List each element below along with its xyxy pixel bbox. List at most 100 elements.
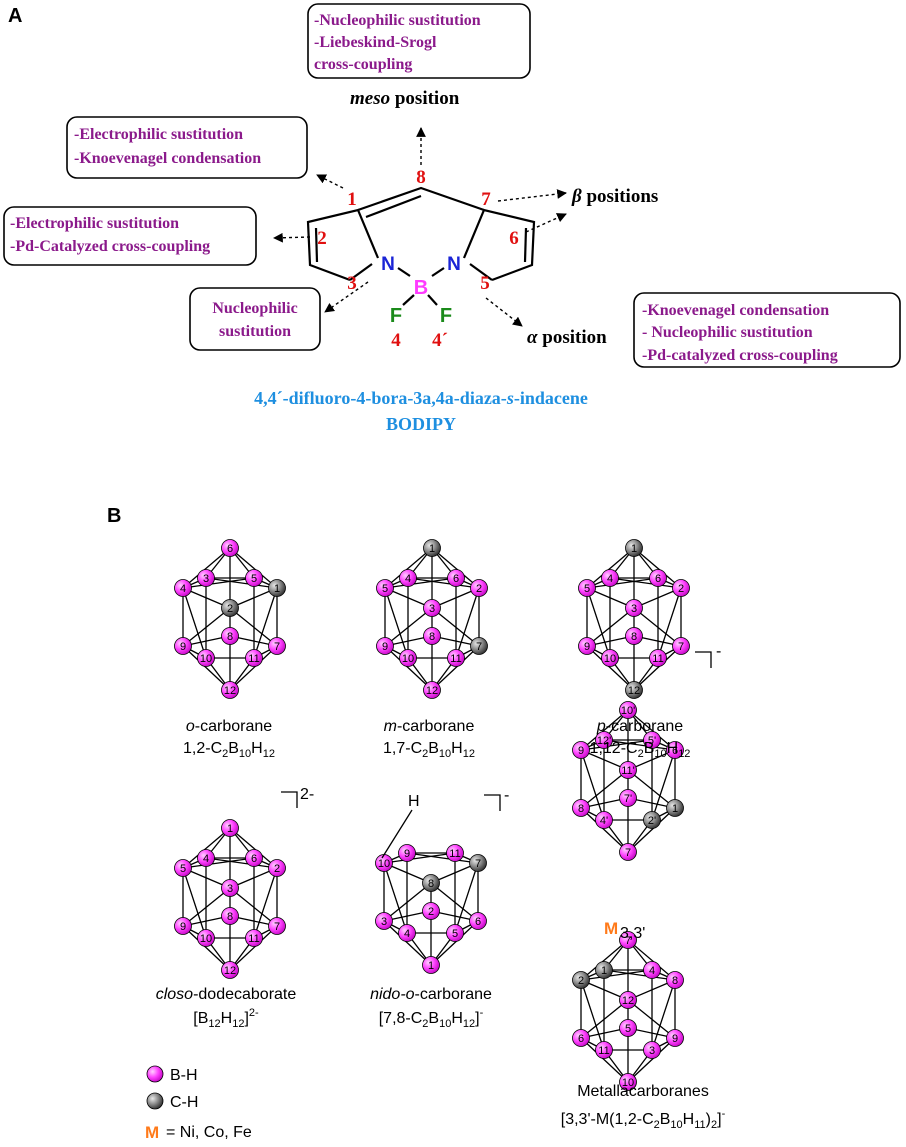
boron-vertex-ball: [447, 569, 465, 587]
boron-vertex-ball: [422, 956, 440, 974]
boron-vertex-ball: [423, 681, 441, 699]
cluster-edge: [229, 925, 278, 971]
cluster-edge: [205, 857, 278, 869]
vertex-number: 10: [378, 858, 390, 870]
closo-charge: 2-: [300, 786, 314, 803]
cluster-edge: [229, 645, 278, 691]
cluster-edge: [627, 939, 676, 981]
nido-carborane-formula: [7,8-C2B10H12]-: [379, 1007, 484, 1030]
boron-vertex-ball: [174, 859, 192, 877]
cluster-edge: [229, 887, 278, 927]
vertex-number: 4: [649, 965, 655, 977]
boron-vertex-ball: [174, 579, 192, 597]
boron-vertex-ball: [197, 649, 215, 667]
vertex-number: 3: [649, 1045, 655, 1057]
bodipy-iupac-name: 4,4´-difluoro-4-bora-3a,4a-diaza-s-indac…: [254, 388, 588, 408]
vertex-number: 8: [428, 878, 434, 890]
nido-carborane-name: nido-o-carborane: [370, 986, 492, 1003]
cluster-edge: [182, 587, 207, 659]
atom-n-left: N: [381, 254, 395, 275]
cluster-edge: [430, 920, 479, 966]
vertex-number: 11: [449, 848, 460, 860]
boron-vertex-ball: [601, 649, 619, 667]
position-3-reactions-box: [189, 287, 321, 351]
number-4: 4: [391, 330, 401, 351]
cluster-edge: [229, 607, 278, 647]
cluster-edge: [383, 862, 408, 934]
vertex-number: 6: [251, 853, 257, 865]
vertex-number: 2: [428, 906, 434, 918]
vertex-number: 11: [248, 653, 259, 665]
alpha-reactions-box: [633, 292, 901, 368]
boron-vertex-ball: [619, 701, 637, 719]
metallacarborane-upper-cluster: 10'912'5'611'84'2'17'7: [572, 701, 684, 861]
atom-b: B: [414, 277, 428, 299]
metallacarboranes-name: Metallacarboranes: [577, 1083, 709, 1100]
vertex-number: 11': [621, 765, 635, 777]
number-6: 6: [509, 228, 519, 249]
boron-vertex-ball: [399, 569, 417, 587]
boron-vertex-ball: [619, 843, 637, 861]
panel-b-label: B: [107, 505, 121, 527]
nido-h-atom: H: [408, 793, 420, 810]
vertex-number: 2: [578, 975, 584, 987]
vertex-number: 2': [648, 815, 656, 827]
cluster-edge: [384, 547, 433, 589]
cluster-edge: [384, 577, 457, 589]
cluster-edge: [182, 867, 207, 939]
boron-vertex-ball: [619, 991, 637, 1009]
vertex-number: 11: [248, 933, 259, 945]
vertex-number: 10: [200, 653, 212, 665]
number-7: 7: [481, 189, 491, 210]
number-1: 1: [347, 189, 357, 210]
legend-m-letter: M: [145, 1123, 159, 1142]
vertex-number: 11: [652, 653, 663, 665]
vertex-number: 10: [200, 933, 212, 945]
boron-vertex-ball: [666, 971, 684, 989]
boron-vertex-ball: [221, 907, 239, 925]
arrow-position-6: [525, 213, 567, 233]
boron-vertex-ball: [221, 819, 239, 837]
boron-vertex-ball: [423, 627, 441, 645]
boron-vertex-ball: [625, 599, 643, 617]
vertex-number: 5: [180, 863, 186, 875]
cluster-edge: [586, 577, 659, 589]
cluster-edge: [383, 852, 456, 864]
boron-vertex-ball: [572, 1029, 590, 1047]
cluster-edge: [383, 882, 432, 922]
vertex-number: 7: [274, 641, 280, 653]
cluster-edge: [182, 645, 231, 691]
cluster-edge: [431, 607, 480, 647]
position-2-reactions-box: [3, 206, 257, 266]
vertex-number: 1: [429, 543, 435, 555]
atom-f-right: F: [440, 305, 452, 327]
cluster-edge: [455, 587, 480, 659]
cluster-edge: [431, 547, 480, 589]
vertex-number: 1: [672, 803, 678, 815]
meta-carborane-name: m-carborane: [384, 718, 475, 735]
cluster-edge: [651, 749, 676, 821]
cluster-edge: [627, 1037, 676, 1083]
cluster-edge: [580, 749, 605, 821]
meso-position-label: meso position: [350, 88, 460, 109]
cluster-edge: [580, 1037, 629, 1083]
carbon-vertex-ball: [595, 961, 613, 979]
boron-vertex-ball: [221, 681, 239, 699]
meta-carborane-formula: 1,7-C2B10H12: [383, 740, 475, 760]
vertex-number: 4: [405, 573, 411, 585]
number-2: 2: [317, 228, 327, 249]
vertex-number: 6: [672, 745, 678, 757]
cluster-edge: [603, 969, 676, 981]
boron-vertex-ball: [649, 649, 667, 667]
boron-vertex-ball: [399, 649, 417, 667]
boron-vertex-ball: [423, 599, 441, 617]
boron-vertex-ball: [197, 849, 215, 867]
arrow-position-3: [324, 281, 369, 313]
vertex-number: 12: [622, 995, 634, 1007]
vertex-number: 9: [382, 641, 388, 653]
bodipy-structure: [306, 186, 536, 306]
meso-reaction-1: -Nucleophilic sustitution: [314, 12, 481, 29]
carbon-vertex-ball: [666, 799, 684, 817]
vertex-number: 3: [381, 916, 387, 928]
cluster-edge: [384, 587, 409, 659]
